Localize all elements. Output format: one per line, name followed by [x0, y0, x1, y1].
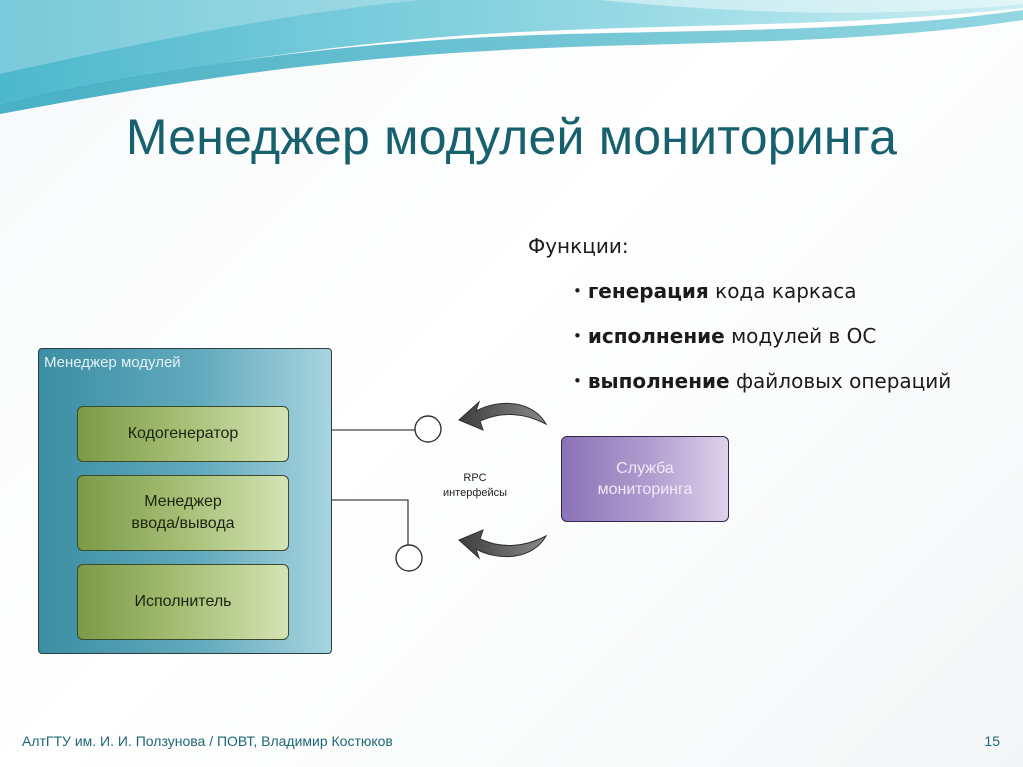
bullet-icon: • [573, 282, 582, 300]
functions-list: • генерация кода каркаса • исполнение моду… [573, 278, 951, 413]
function-item: • генерация кода каркаса [573, 278, 951, 323]
rpc-interface-circle-top [414, 415, 442, 443]
function-description: модулей в ОС [724, 324, 877, 348]
function-item: • выполнение файловых операций [573, 368, 951, 413]
curved-arrow-top-icon [458, 400, 548, 431]
page-number: 15 [984, 733, 1000, 749]
monitoring-service-box: Служба мониторинга [561, 436, 729, 522]
rpc-interface-circle-bottom [395, 544, 423, 572]
executor-label: Исполнитель [134, 593, 232, 610]
function-description: файловых операций [729, 369, 952, 393]
bullet-icon: • [573, 372, 582, 390]
panel-title: Менеджер модулей [44, 354, 181, 371]
bullet-icon: • [573, 327, 582, 345]
module-manager-panel: Менеджер модулей Кодогенератор Менеджер … [38, 348, 332, 654]
codegen-label: Кодогенератор [127, 425, 239, 442]
io-manager-label: Менеджер ввода/вывода [131, 493, 235, 532]
function-description: кода каркаса [708, 279, 857, 303]
functions-heading: Функции: [528, 234, 629, 258]
monitoring-service-label: Служба мониторинга [597, 460, 693, 498]
connector-line-bottom [332, 499, 409, 545]
codegen-box: Кодогенератор [77, 406, 289, 462]
executor-box: Исполнитель [77, 564, 289, 640]
footer-text: АлтГТУ им. И. И. Ползунова / ПОВТ, Влади… [22, 733, 393, 749]
io-manager-box: Менеджер ввода/вывода [77, 475, 289, 551]
curved-arrow-bottom-icon [458, 529, 548, 560]
function-item: • исполнение модулей в ОС [573, 323, 951, 368]
decorative-wave [0, 0, 1023, 114]
function-term: выполнение [587, 369, 730, 393]
function-term: генерация [587, 279, 709, 303]
slide-title: Менеджер модулей мониторинга [125, 109, 898, 165]
function-term: исполнение [587, 324, 725, 348]
rpc-interfaces-label: RPC интерфейсы [442, 472, 508, 499]
